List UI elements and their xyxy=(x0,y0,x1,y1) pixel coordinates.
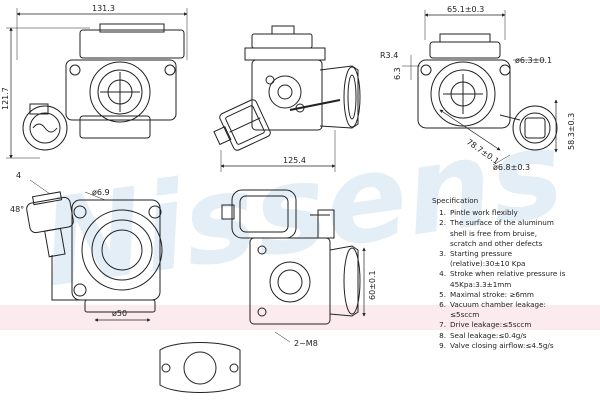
spec-item-number: 7. xyxy=(439,320,446,330)
spec-item: 1. Pintle work flexibly xyxy=(432,208,598,218)
spec-item-text: The surface of the aluminum shell is fre… xyxy=(450,218,554,248)
spec-item: 2. The surface of the aluminum shell is f… xyxy=(432,218,598,249)
dim-top-width: 131.3 xyxy=(92,4,115,13)
watermark-band xyxy=(0,305,600,330)
spec-item: 5. Maximal stroke: ≥6mm xyxy=(432,290,598,300)
spec-item-number: 6. xyxy=(439,300,446,310)
spec-item-text: Vacuum chamber leakage: ≤5sccm xyxy=(450,300,546,320)
dim-d68: ø6.8±0.3 xyxy=(493,163,530,172)
spec-item-text: Seal leakage:≤0.4g/s xyxy=(450,330,527,340)
spec-list: 1. Pintle work flexibly 2. The surface of t… xyxy=(432,208,598,351)
spec-item-number: 9. xyxy=(439,340,446,350)
spec-item-text: Starting pressure (relative):30±10 Kpa xyxy=(450,249,526,269)
spec-item-text: Stroke when relative pressure is 45Kpa:3… xyxy=(450,269,566,289)
dim-4: 4 xyxy=(16,171,21,180)
spec-item: 4. Stroke when relative pressure is 45Kpa… xyxy=(432,269,598,289)
spec-item-number: 4. xyxy=(439,269,446,279)
dim-m8: 2~M8 xyxy=(294,339,318,348)
spec-item-number: 8. xyxy=(439,330,446,340)
dim-48: 48° xyxy=(10,205,24,214)
view-bottom-middle xyxy=(221,189,366,343)
spec-item-text: Maximal stroke: ≥6mm xyxy=(450,289,534,299)
dim-left-height: 121.7 xyxy=(1,87,10,110)
dim-d50: ø50 xyxy=(112,309,127,318)
spec-title: Specification xyxy=(432,196,479,205)
spec-item-number: 5. xyxy=(439,289,446,299)
view-top-middle xyxy=(213,25,361,172)
dim-r34: R3.4 xyxy=(380,51,398,60)
spec-item: 9. Valve closing airflow:≤4.5g/s xyxy=(432,341,598,351)
specification-panel: Specification 1. Pintle work flexibly 2. Th… xyxy=(432,196,598,351)
spec-item-number: 3. xyxy=(439,249,446,259)
spec-item-text: Pintle work flexibly xyxy=(450,208,518,218)
dim-d63: ø6.3±0.1 xyxy=(515,56,552,65)
dim-58: 58.3±0.3 xyxy=(567,113,576,150)
view-bottom-left xyxy=(26,179,163,322)
spec-item-number: 1. xyxy=(439,208,446,218)
spec-item-number: 2. xyxy=(439,218,446,228)
spec-item: 8. Seal leakage:≤0.4g/s xyxy=(432,331,598,341)
gasket-drawing xyxy=(159,342,241,393)
dim-125: 125.4 xyxy=(283,156,306,165)
view-top-left xyxy=(6,8,188,159)
view-top-right xyxy=(402,10,558,166)
dim-65: 65.1±0.3 xyxy=(447,5,484,14)
spec-item: 3. Starting pressure (relative):30±10 Kpa xyxy=(432,249,598,269)
spec-item: 7. Drive leakage:≤5sccm xyxy=(432,320,598,330)
dim-d69: ø6.9 xyxy=(92,188,110,197)
spec-item: 6. Vacuum chamber leakage: ≤5sccm xyxy=(432,300,598,320)
dim-63-small: 6.3 xyxy=(393,67,402,80)
spec-item-text: Valve closing airflow:≤4.5g/s xyxy=(450,340,554,350)
spec-item-text: Drive leakage:≤5sccm xyxy=(450,320,532,330)
dim-60: 60±0.1 xyxy=(368,270,377,300)
